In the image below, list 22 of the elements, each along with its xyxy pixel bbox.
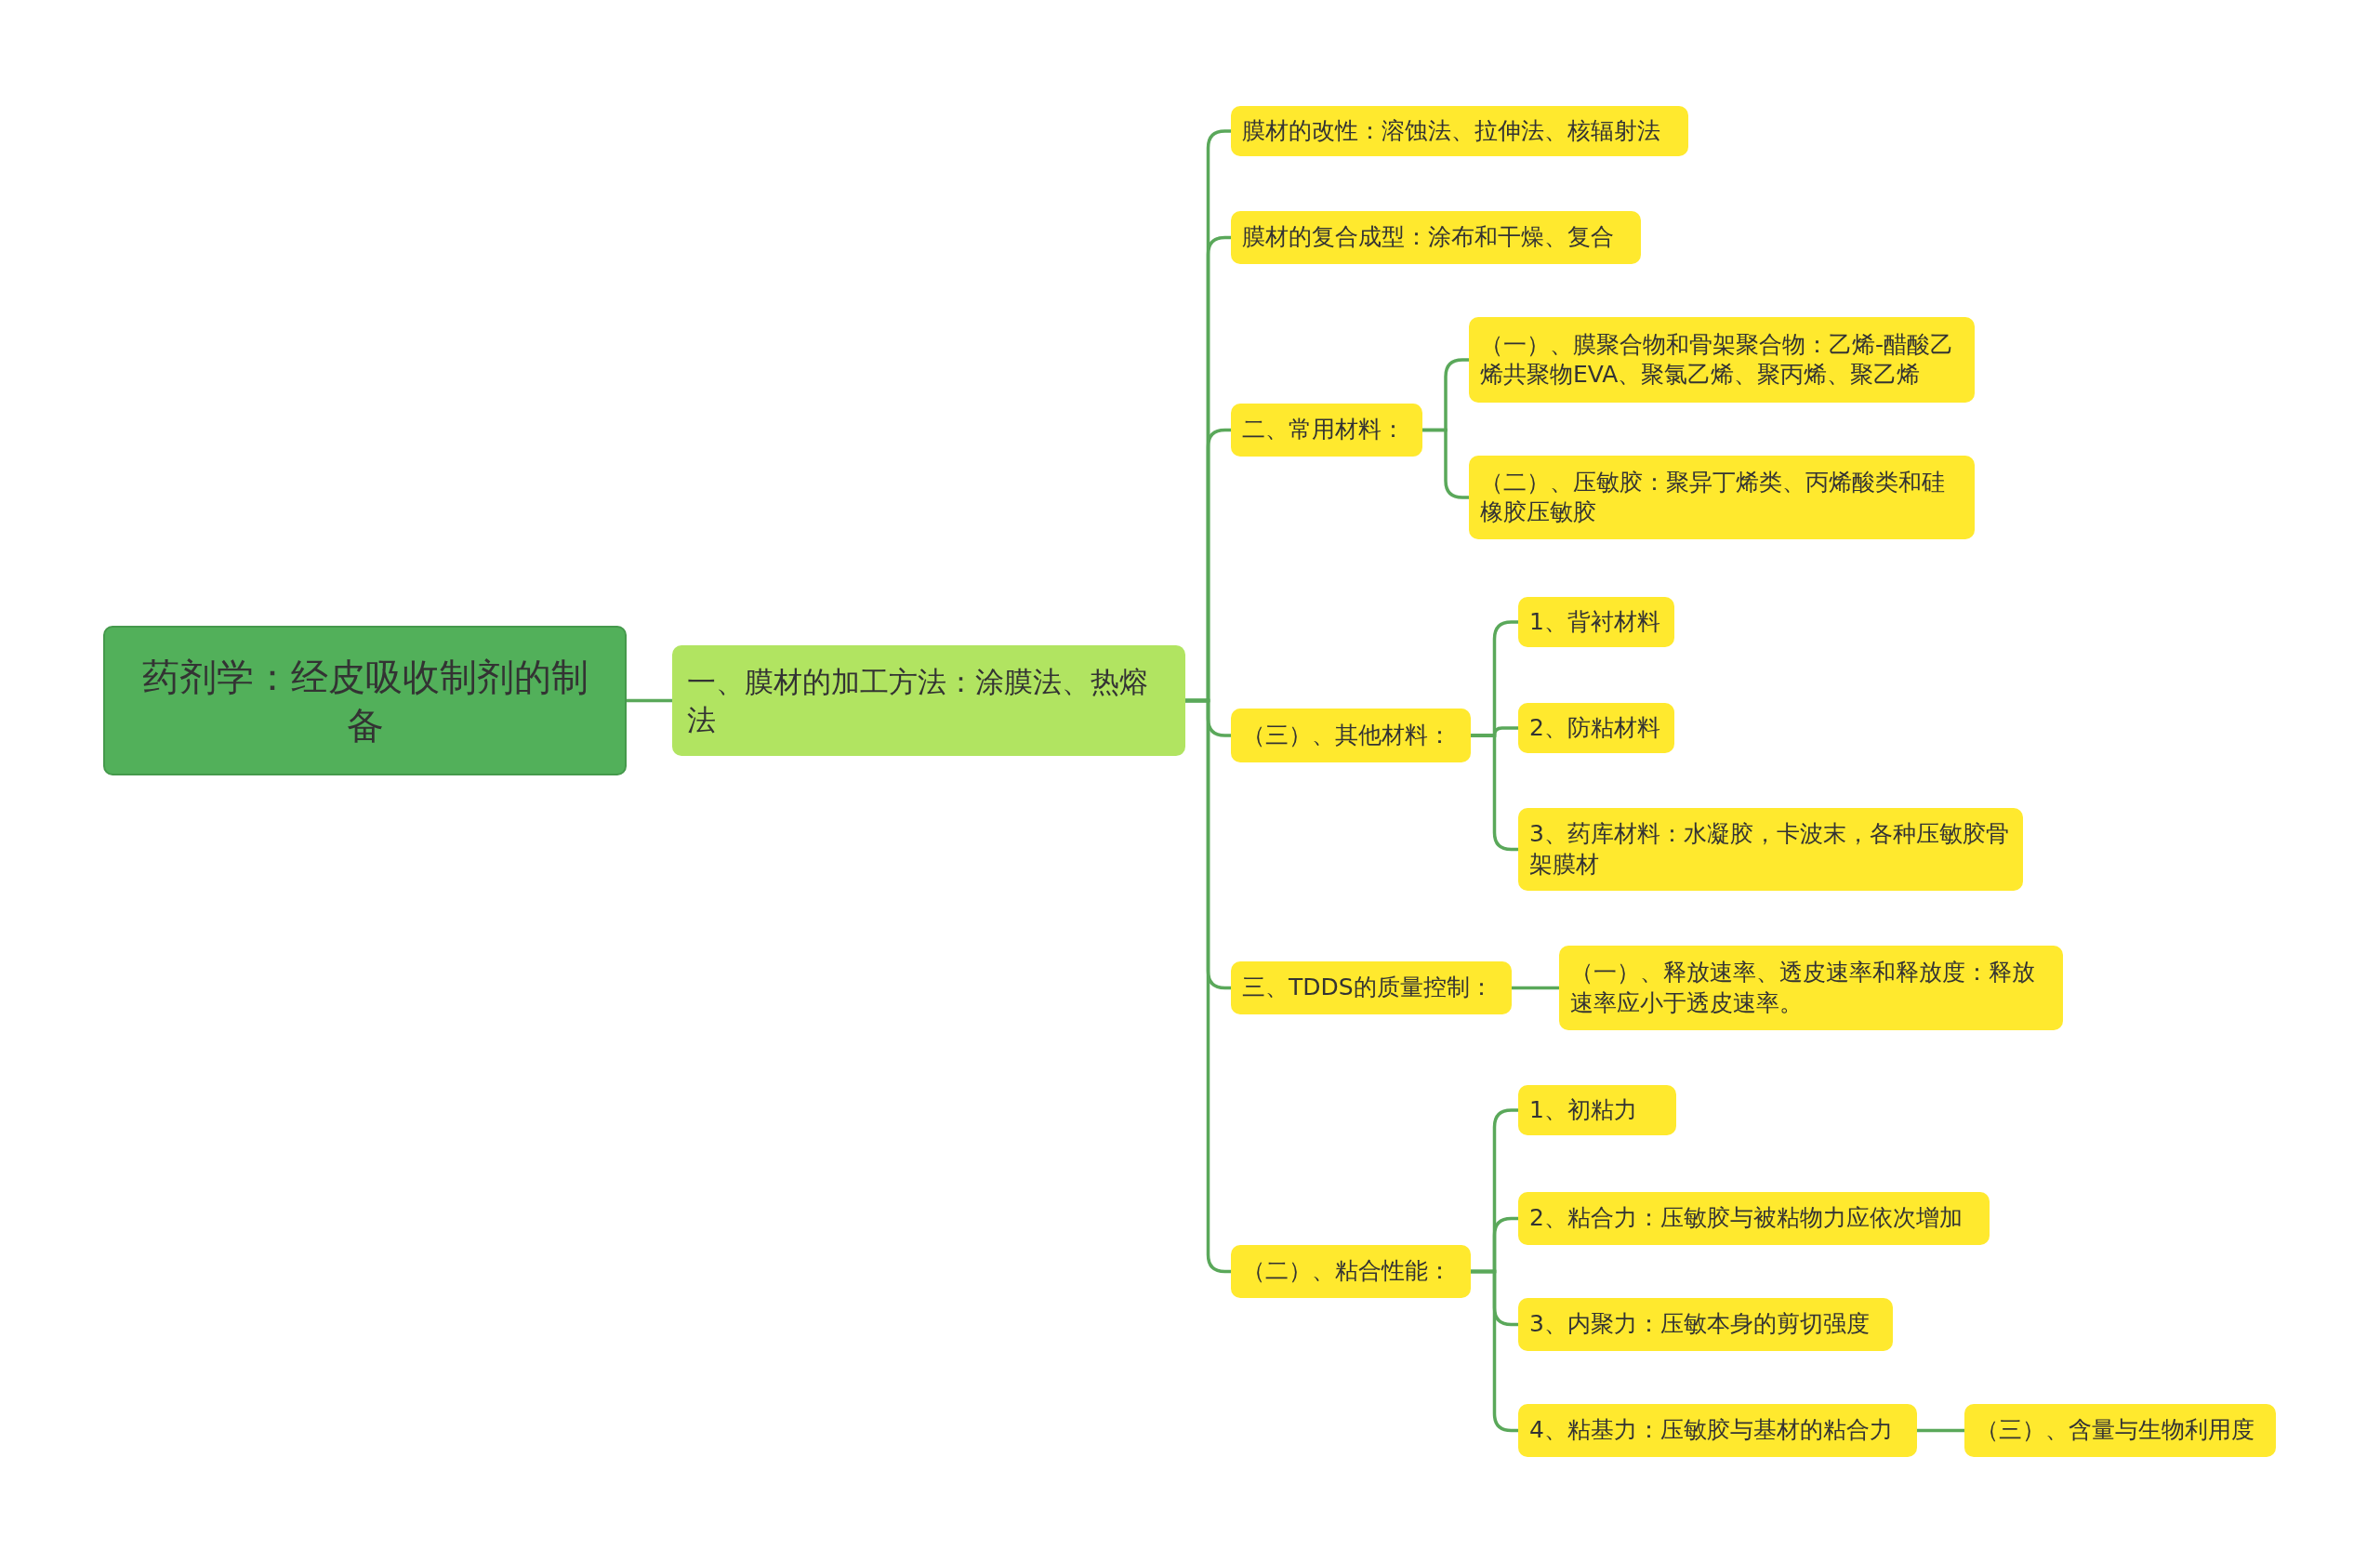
topic-box: 4、粘基力：压敏胶与基材的粘合力 — [1518, 1404, 1917, 1457]
connector-line — [1917, 1428, 1964, 1433]
topic-box: （二）、压敏胶：聚异丁烯类、丙烯酸类和硅橡胶压敏胶 — [1469, 456, 1975, 539]
topic-box: （一）、释放速率、透皮速率和释放度：释放速率应小于透皮速率。 — [1559, 946, 2063, 1030]
connector-line — [1512, 986, 1559, 990]
topic-box: 三、TDDS的质量控制： — [1231, 961, 1512, 1014]
topic-box: 2、粘合力：压敏胶与被粘物力应依次增加 — [1518, 1192, 1990, 1245]
topic-box: （三）、含量与生物利用度 — [1964, 1404, 2276, 1457]
topic-box: 膜材的复合成型：涂布和干燥、复合 — [1231, 211, 1641, 264]
topic-box: 3、药库材料：水凝胶，卡波末，各种压敏胶骨架膜材 — [1518, 808, 2023, 891]
topic-box: 一、膜材的加工方法：涂膜法、热熔法 — [672, 645, 1185, 756]
topic-box: 二、常用材料： — [1231, 404, 1422, 457]
topic-box: 1、背衬材料 — [1518, 597, 1674, 647]
topic-box: （三）、其他材料： — [1231, 709, 1471, 762]
topic-box: 2、防粘材料 — [1518, 703, 1674, 753]
topic-box: 1、初粘力 — [1518, 1085, 1676, 1135]
connector-line — [627, 698, 672, 703]
topic-box: （二）、粘合性能： — [1231, 1245, 1471, 1298]
root-topic-box: 药剂学：经皮吸收制剂的制备 — [103, 626, 627, 775]
topic-box: （一）、膜聚合物和骨架聚合物：乙烯-醋酸乙烯共聚物EVA、聚氯乙烯、聚丙烯、聚乙烯 — [1469, 317, 1975, 403]
topic-box: 3、内聚力：压敏本身的剪切强度 — [1518, 1298, 1893, 1351]
topic-box: 膜材的改性：溶蚀法、拉伸法、核辐射法 — [1231, 106, 1688, 156]
